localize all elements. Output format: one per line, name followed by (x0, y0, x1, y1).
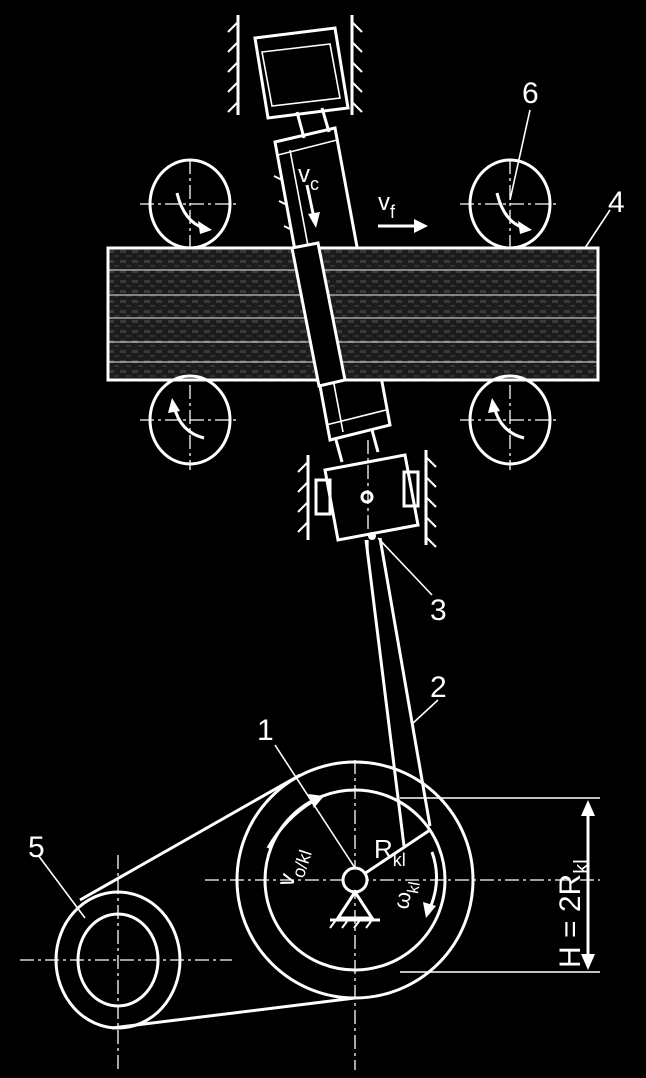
velocity-arrows (305, 184, 428, 233)
label-4: 4 (608, 186, 625, 219)
label-6: 6 (522, 77, 539, 110)
label-5: 5 (28, 831, 45, 864)
label-3: 3 (430, 594, 447, 627)
dimension-h-label: H = 2Rkl (554, 859, 593, 968)
roller-rotation-arrows (168, 192, 532, 440)
crank-arrows (266, 794, 438, 918)
connecting-rod (364, 537, 432, 847)
leader-lines (37, 109, 611, 919)
label-2: 2 (430, 671, 447, 704)
symbol-vc: vc (298, 161, 319, 194)
dimension-h (400, 797, 600, 973)
top-guide-rails (227, 15, 363, 115)
symbol-vf: vf (378, 189, 396, 222)
top-slider-block (253, 26, 350, 120)
crank-wheel (235, 760, 475, 1000)
workpiece (106, 246, 600, 382)
saw-blade-crossing (290, 241, 347, 388)
symbol-vo: vo/kl (272, 843, 316, 891)
symbol-omega: ωkl (388, 878, 424, 912)
lower-guide-rails (297, 450, 437, 548)
feed-rollers (148, 158, 552, 466)
lower-slider-block (314, 453, 420, 542)
drive-pulley (54, 773, 356, 1030)
symbol-r: Rkl (374, 834, 406, 870)
label-1: 1 (257, 714, 274, 747)
